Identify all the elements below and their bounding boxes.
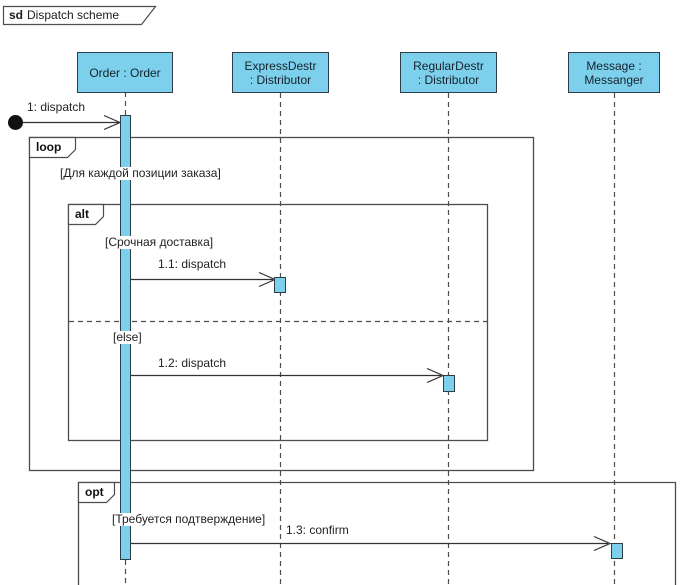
lifeline-label: Order : Order <box>89 65 161 80</box>
diagram-title-keyword: sd <box>9 8 24 22</box>
opt-operator-pentagon <box>77 481 116 504</box>
found-message-circle[interactable] <box>8 115 23 130</box>
lifeline-head-expressdestr[interactable]: ExpressDestr : Distributor <box>232 52 329 93</box>
regular-activation-bar[interactable] <box>443 375 455 392</box>
diagram-title-pentagon <box>2 5 157 26</box>
alt-guard-label: [Срочная доставка] <box>104 235 215 249</box>
diagram-title-name: Dispatch scheme <box>27 8 120 22</box>
alt-operator-label: alt <box>75 207 90 221</box>
lifeline-head-regulardestr[interactable]: RegularDestr : Distributor <box>400 52 497 93</box>
message-1-label: 1: dispatch <box>27 100 86 114</box>
express-activation-bar[interactable] <box>274 277 286 293</box>
message-activation-bar[interactable] <box>611 543 623 559</box>
loop-guard-label: [Для каждой позиции заказа] <box>59 166 222 180</box>
message-1-3-arrowhead <box>593 535 612 552</box>
alt-operator-pentagon <box>67 203 105 226</box>
alt-else-guard-label: [else] <box>112 330 143 344</box>
lifeline-head-order[interactable]: Order : Order <box>77 52 173 93</box>
loop-operator-label: loop <box>36 140 62 154</box>
message-1-1-label: 1.1: dispatch <box>158 257 227 271</box>
lifeline-label-line1: RegularDestr <box>413 58 484 73</box>
loop-operator-pentagon <box>28 136 77 159</box>
alt-fragment-frame[interactable] <box>67 203 489 442</box>
opt-fragment-frame[interactable] <box>77 481 677 585</box>
message-1-2-label: 1.2: dispatch <box>158 356 227 370</box>
lifeline-label-line2: : Distributor <box>417 72 480 87</box>
opt-guard-label: [Требуется подтверждение] <box>111 512 267 526</box>
message-1-3-label: 1.3: confirm <box>286 523 349 537</box>
lifeline-label-line2: Messanger <box>584 72 644 87</box>
lifeline-head-message[interactable]: Message : Messanger <box>568 52 660 93</box>
lifeline-label-line1: Message : <box>586 58 642 73</box>
lifeline-label-line2: : Distributor <box>249 72 312 87</box>
opt-operator-label: opt <box>85 485 104 499</box>
loop-fragment-frame[interactable] <box>28 136 535 472</box>
lifeline-label-line1: ExpressDestr <box>244 58 317 73</box>
